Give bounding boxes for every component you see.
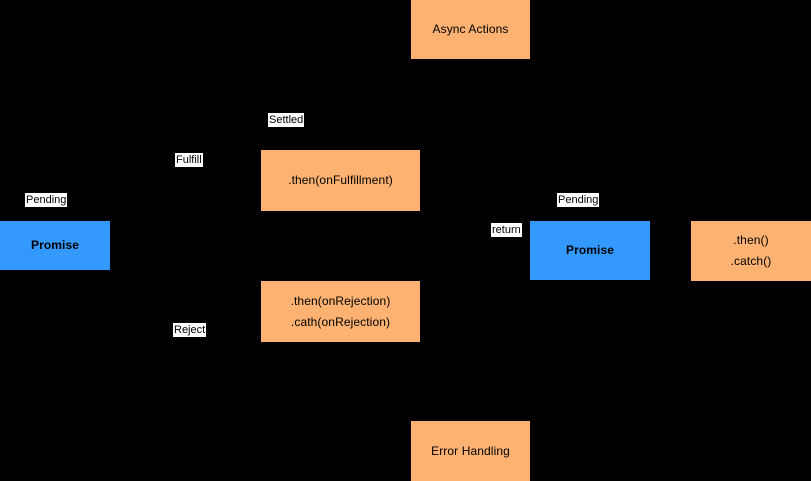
node-promise-returned[interactable]: Promise <box>530 221 650 280</box>
edge-label-pending-left: Pending <box>25 193 68 207</box>
edge-promise-to-fulfill <box>109 179 261 246</box>
edge-async-to-settled <box>339 59 471 150</box>
node-label: .then(onFulfillment) <box>288 173 393 188</box>
node-then-catch-on-rejection[interactable]: .then(onRejection) .cath(onRejection) <box>261 281 420 342</box>
edge-label-fulfill: Fulfill <box>175 153 203 167</box>
node-label-line-2: .cath(onRejection) <box>290 314 391 329</box>
node-label: Error Handling <box>431 443 510 458</box>
node-label: Promise <box>565 243 615 258</box>
edge-reject-to-error <box>420 309 471 421</box>
edge-promise-to-reject <box>109 244 261 311</box>
node-label-line-1: .then(onRejection) <box>290 293 391 308</box>
node-then-catch-chain[interactable]: .then() .catch() <box>691 221 811 281</box>
node-label: Promise <box>30 238 80 253</box>
node-error-handling[interactable]: Error Handling <box>411 421 530 481</box>
edge-label-reject: Reject <box>173 323 207 337</box>
edge-label-settled: Settled <box>268 113 305 127</box>
node-label-line-1: .then() <box>733 233 769 248</box>
edge-label-pending-right: Pending <box>557 193 600 207</box>
node-label-line-2: .catch() <box>730 254 772 268</box>
node-label: Async Actions <box>432 22 509 37</box>
node-promise-initial[interactable]: Promise <box>0 221 110 270</box>
node-async-actions[interactable]: Async Actions <box>411 0 530 59</box>
node-then-on-fulfillment[interactable]: .then(onFulfillment) <box>261 150 420 211</box>
edge-label-return: return <box>491 223 522 237</box>
